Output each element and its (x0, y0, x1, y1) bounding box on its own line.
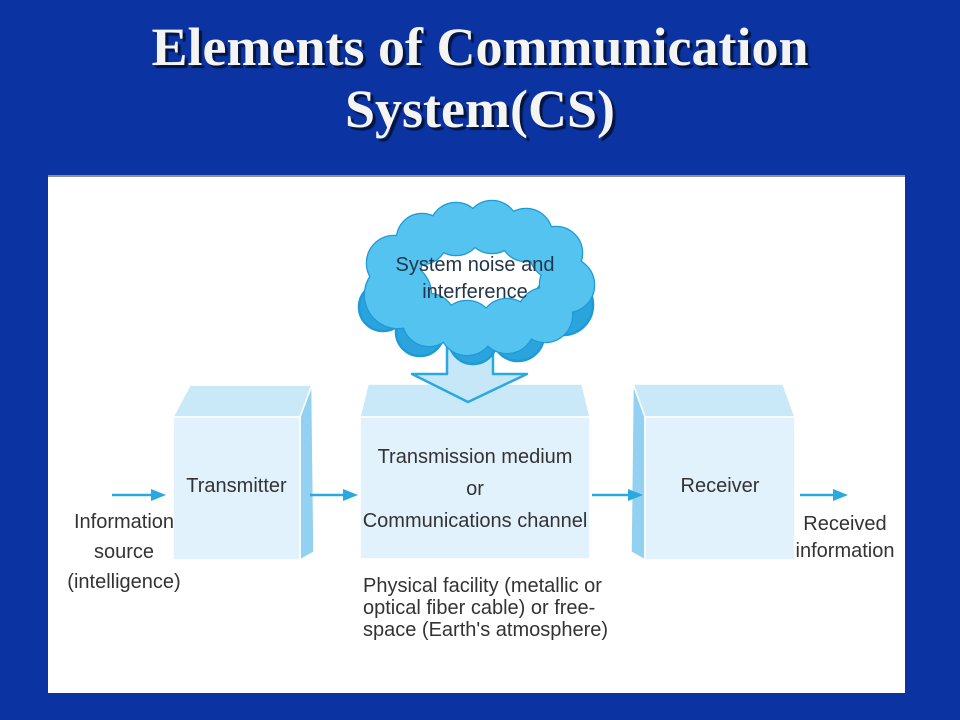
receiver-label: Receiver (680, 475, 760, 497)
slide-title-line2: System(CS) (345, 79, 615, 139)
cloud-label-line1: System noise and (395, 254, 555, 276)
noise-cloud-fill (365, 201, 594, 355)
receiver-box-front (644, 416, 796, 561)
transmitter-box (171, 384, 315, 562)
received-information-label: Received information (770, 511, 920, 565)
slide-title: Elements of Communication System(CS) (0, 16, 960, 140)
channel-label-line1: Transmission medium (377, 446, 573, 468)
diagram-panel: System noise and interference Transmitte… (48, 175, 905, 693)
channel-to-receiver-arrow (592, 489, 643, 501)
channel-caption-line1: Physical facility (metallic or (363, 575, 602, 597)
flow-arrows (112, 489, 848, 501)
receiver-box (630, 383, 797, 562)
channel-box (359, 383, 591, 560)
received-information-line2: information (795, 540, 895, 562)
cloud-label: System noise and interference (375, 252, 575, 306)
transmitter-box-top (171, 384, 314, 418)
input-arrow (112, 489, 166, 501)
received-information-line1: Received (803, 513, 887, 535)
transmitter-box-side (299, 384, 315, 562)
channel-caption: Physical facility (metallic or optical f… (363, 575, 623, 641)
transmitter-box-front (172, 416, 301, 561)
receiver-box-top (631, 383, 797, 418)
receiver-box-side (630, 383, 646, 562)
information-source-line2: source (93, 541, 155, 563)
information-source-line1: Information (73, 511, 175, 533)
channel-label-line2: or (466, 478, 484, 500)
channel-caption-line3: space (Earth's atmosphere) (363, 619, 609, 641)
output-arrow (800, 489, 848, 501)
channel-box-front (359, 416, 591, 560)
channel-caption-line2: optical fiber cable) or free- (363, 597, 596, 619)
information-source-label: Information source (intelligence) (49, 507, 199, 597)
information-source-line3: (intelligence) (67, 571, 181, 593)
transmitter-label: Transmitter (186, 475, 287, 497)
diagram-canvas (112, 199, 848, 562)
channel-label: Transmission medium or Communications ch… (360, 441, 590, 537)
cloud-label-line2: interference (422, 281, 528, 303)
slide-title-line1: Elements of Communication (151, 17, 809, 77)
transmitter-to-channel-arrow (310, 489, 358, 501)
channel-label-line3: Communications channel (362, 510, 588, 532)
